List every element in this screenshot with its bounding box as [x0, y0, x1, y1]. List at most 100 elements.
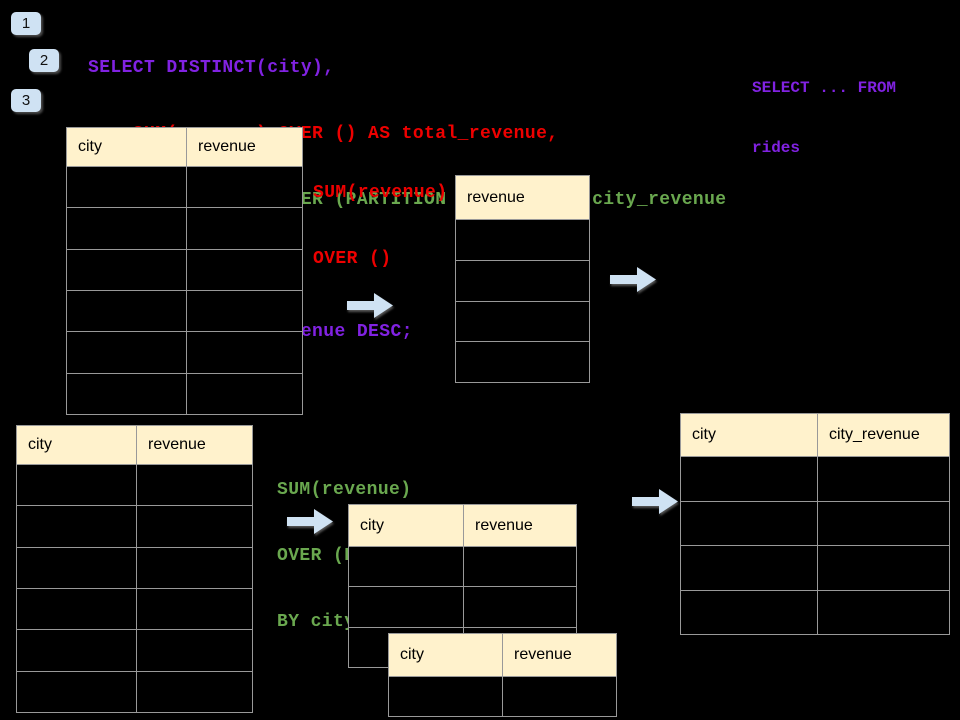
empty-cell	[186, 248, 303, 291]
from-rides-note-line1: SELECT ... FROM	[752, 79, 897, 97]
empty-cell	[16, 670, 137, 714]
arrow-right-icon	[347, 293, 393, 318]
empty-cell	[66, 289, 187, 333]
empty-cell	[136, 546, 253, 589]
column-header-revenue: revenue	[186, 127, 303, 167]
header-row: city revenue	[388, 633, 617, 677]
table-row	[66, 372, 303, 416]
empty-cell	[186, 165, 303, 209]
step-badge-1: 1	[11, 12, 41, 35]
table-row	[16, 505, 253, 548]
header-row: city city_revenue	[680, 413, 950, 457]
source-table-top: city revenue	[66, 127, 303, 416]
from-rides-note: SELECT ... FROM rides	[752, 38, 896, 198]
empty-cell	[817, 456, 950, 502]
empty-cell	[16, 587, 137, 631]
step-badge-2: 2	[29, 49, 59, 72]
empty-cell	[66, 207, 187, 250]
partition-table-front: city revenue	[388, 633, 617, 717]
empty-cell	[66, 331, 187, 374]
table-row	[66, 331, 303, 374]
empty-cell	[66, 248, 187, 291]
column-header-city-revenue: city_revenue	[817, 413, 950, 457]
sum-over-total-label: SUM(revenue) OVER ()	[313, 138, 447, 314]
column-header-city: city	[66, 127, 187, 167]
empty-cell	[817, 589, 950, 635]
table-row	[16, 463, 253, 507]
sum-over-total-label-line2: OVER ()	[313, 249, 392, 269]
empty-cell	[16, 629, 137, 672]
empty-cell	[455, 259, 590, 302]
table-row	[66, 165, 303, 209]
table-row	[455, 341, 590, 383]
empty-cell	[16, 463, 137, 507]
empty-cell	[136, 587, 253, 631]
table-row	[16, 546, 253, 589]
column-header-revenue: revenue	[463, 504, 577, 547]
table-row	[66, 289, 303, 333]
header-row: city revenue	[66, 127, 303, 167]
step-badge-3: 3	[11, 89, 41, 112]
total-revenue-table: revenue	[455, 175, 590, 383]
table-row	[680, 589, 950, 635]
table-row	[455, 300, 590, 343]
empty-cell	[680, 456, 818, 502]
arrow-right-icon	[610, 267, 656, 292]
empty-cell	[463, 545, 577, 588]
empty-cell	[455, 219, 590, 261]
arrow-right-icon	[632, 489, 678, 514]
empty-cell	[186, 207, 303, 250]
empty-cell	[680, 500, 818, 546]
empty-cell	[186, 289, 303, 333]
table-row	[16, 670, 253, 714]
empty-cell	[136, 505, 253, 548]
empty-cell	[388, 676, 503, 717]
table-row	[66, 207, 303, 250]
table-row	[680, 456, 950, 502]
column-header-city: city	[16, 425, 137, 465]
empty-cell	[502, 676, 617, 717]
sql-line-select: SELECT DISTINCT(city),	[88, 58, 335, 78]
empty-cell	[186, 372, 303, 416]
empty-cell	[455, 300, 590, 343]
empty-cell	[186, 331, 303, 374]
column-header-revenue: revenue	[502, 633, 617, 677]
empty-cell	[16, 546, 137, 589]
empty-cell	[136, 670, 253, 714]
arrow-right-icon	[287, 509, 333, 534]
source-table-bottom: city revenue	[16, 425, 253, 714]
empty-cell	[16, 505, 137, 548]
column-header-revenue: revenue	[136, 425, 253, 465]
empty-cell	[680, 589, 818, 635]
empty-cell	[680, 545, 818, 591]
header-row: city revenue	[16, 425, 253, 465]
empty-cell	[136, 463, 253, 507]
table-row	[455, 259, 590, 302]
result-table: city city_revenue	[680, 413, 950, 635]
column-header-city: city	[680, 413, 818, 457]
empty-cell	[348, 545, 464, 588]
table-row	[455, 219, 590, 261]
sum-partition-label-line1: SUM(revenue)	[277, 480, 412, 500]
table-row	[680, 545, 950, 591]
from-rides-note-line2: rides	[752, 139, 801, 157]
table-row	[16, 629, 253, 672]
empty-cell	[463, 586, 577, 628]
column-header-city: city	[388, 633, 503, 677]
table-row	[16, 587, 253, 631]
empty-cell	[455, 341, 590, 383]
column-header-city: city	[348, 504, 464, 547]
empty-cell	[348, 586, 464, 628]
column-header-revenue: revenue	[455, 175, 590, 220]
header-row: city revenue	[348, 504, 577, 547]
sum-over-total-label-line1: SUM(revenue)	[313, 183, 448, 203]
table-row	[348, 545, 577, 588]
empty-cell	[66, 165, 187, 209]
empty-cell	[817, 500, 950, 546]
header-row: revenue	[455, 175, 590, 220]
table-row	[680, 500, 950, 546]
empty-cell	[136, 629, 253, 672]
table-row	[388, 676, 617, 717]
empty-cell	[66, 372, 187, 416]
